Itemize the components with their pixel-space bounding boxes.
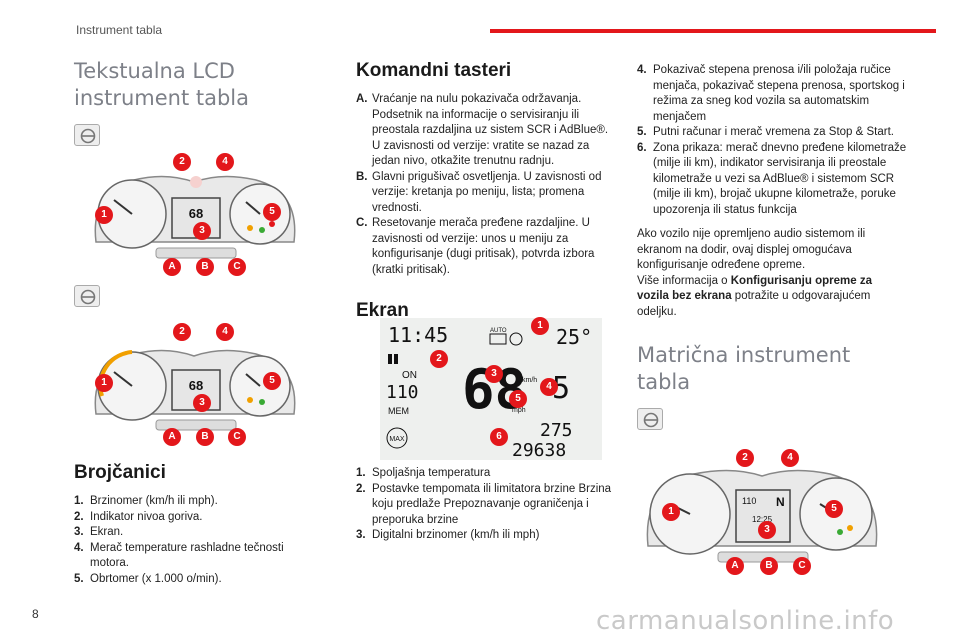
list-item: C.Resetovanje merača pređene razdaljine.…: [356, 217, 595, 276]
list-item: A.Vraćanje na nulu pokazivača održavanja…: [356, 93, 609, 167]
callout-badge-matrix-1: 1: [662, 503, 680, 521]
screen-unit-mph: mph: [512, 407, 526, 414]
callout-badge-matrix-B: B: [760, 557, 778, 575]
buttons-heading: Komandni tasteri: [356, 60, 512, 81]
screen-gear: 5: [552, 371, 570, 406]
callout-badge-screen-6: 6: [490, 428, 508, 446]
list-item: 5.Putni računar i merač vremena za Stop …: [637, 126, 894, 138]
section-title-matrix: Matrična instrument tabla: [637, 343, 851, 394]
callout-badge-4b: 4: [216, 323, 234, 341]
lcd-cluster-image-1: 68: [94, 175, 296, 259]
watermark-text: carmanualsonline.info: [596, 606, 895, 636]
screen-on-label: ON: [402, 370, 417, 381]
callout-badge-3b: 3: [193, 394, 211, 412]
callout-badge-matrix-2: 2: [736, 449, 754, 467]
matrix-time: 12:25: [752, 515, 773, 524]
matrix-cluster-image: 110 N 12:25: [646, 469, 878, 563]
callout-badge-5: 5: [263, 203, 281, 221]
list-item: 3.Ekran.: [74, 526, 124, 538]
callout-badge-screen-5: 5: [509, 390, 527, 408]
screen-mem-label: MEM: [388, 406, 409, 416]
list-item: 4.Pokazivač stepena prenosa i/ili položa…: [637, 64, 905, 123]
gauges-list: 1.Brzinomer (km/h ili mph). 2.Indikator …: [74, 494, 310, 587]
callout-badge-matrix-C: C: [793, 557, 811, 575]
callout-badge-3: 3: [193, 222, 211, 240]
link-configuring-equipment: Konfigurisanju opreme za vozila bez ekra…: [637, 274, 872, 303]
paragraph-no-audio: Ako vozilo nije opremljeno audio sistemo…: [637, 228, 866, 271]
screen-odometer: 29638: [512, 440, 566, 460]
callout-badge-1b: 1: [95, 374, 113, 392]
buttons-list: A.Vraćanje na nulu pokazivača održavanja…: [356, 92, 616, 278]
callout-badge-screen-2: 2: [430, 350, 448, 368]
screen-max-label: MAX: [389, 436, 405, 443]
callout-badge-Bb: B: [196, 428, 214, 446]
callout-badge-matrix-4: 4: [781, 449, 799, 467]
screen-auto-label: AUTO: [490, 328, 507, 334]
cluster2-speed-digits: 68: [189, 378, 203, 393]
callout-badge-screen-1: 1: [531, 317, 549, 335]
gauges-heading: Brojčanici: [74, 462, 166, 483]
matrix-gear: N: [776, 495, 785, 509]
callout-badge-B: B: [196, 258, 214, 276]
column-right: 4.Pokazivač stepena prenosa i/ili položa…: [637, 56, 907, 430]
column-left: Tekstualna LCD instrument tabla: [74, 56, 310, 146]
screen-cruise-speed: 110: [386, 382, 419, 403]
column-middle: Komandni tasteri A.Vraćanje na nulu poka…: [356, 56, 616, 322]
header-accent-bar: [490, 29, 936, 33]
callout-badge-screen-4: 4: [540, 378, 558, 396]
header-title: Instrument tabla: [76, 23, 163, 37]
screen-temperature: 25°: [556, 325, 592, 349]
list-item: 4.Merač temperature rashladne tečnosti m…: [74, 541, 284, 570]
screen-trip: 275: [540, 420, 573, 441]
callout-badge-matrix-5: 5: [825, 500, 843, 518]
paragraph-more-info: Više informacija o Konfigurisanju opreme…: [637, 274, 872, 318]
list-item: 2.Indikator nivoa goriva.: [74, 510, 203, 523]
steering-wheel-icon-2: [74, 285, 100, 307]
callout-badge-4: 4: [216, 153, 234, 171]
steering-wheel-icon: [74, 124, 100, 146]
screen-items-section: 1.Spoljašnja temperatura 2.Postavke temp…: [356, 466, 618, 544]
page-number: 8: [32, 607, 39, 621]
callout-badge-Ab: A: [163, 428, 181, 446]
callout-badge-1: 1: [95, 206, 113, 224]
callout-badge-2b: 2: [173, 323, 191, 341]
gauges-section: Brojčanici 1.Brzinomer (km/h ili mph). 2…: [74, 462, 310, 587]
screen-items-list: 1.Spoljašnja temperatura 2.Postavke temp…: [356, 466, 618, 544]
callout-badge-5b: 5: [263, 372, 281, 390]
callout-badge-C: C: [228, 258, 246, 276]
lcd-cluster-image-2: 68: [94, 349, 296, 431]
list-item: 5.Obrtomer (x 1.000 o/min).: [74, 572, 222, 585]
matrix-speed: 110: [742, 496, 756, 506]
callout-badge-A: A: [163, 258, 181, 276]
callout-badge-screen-3: 3: [485, 365, 503, 383]
list-item: 3.Digitalni brzinomer (km/h ili mph): [356, 529, 540, 541]
list-item: B.Glavni prigušivač osvetljenja. U zavis…: [356, 170, 602, 214]
callout-badge-2: 2: [173, 153, 191, 171]
callout-badge-matrix-A: A: [726, 557, 744, 575]
screen-items-continued-list: 4.Pokazivač stepena prenosa i/ili položa…: [637, 63, 907, 218]
screen-unit-kmh: km/h: [522, 377, 537, 384]
screen-heading: Ekran: [356, 300, 409, 321]
callout-badge-matrix-3: 3: [758, 521, 776, 539]
list-item: 1.Spoljašnja temperatura: [356, 467, 491, 479]
steering-wheel-icon-3: [637, 408, 663, 430]
list-item: 1.Brzinomer (km/h ili mph).: [74, 495, 218, 507]
list-item: 2.Postavke tempomata ili limitatora brzi…: [356, 482, 612, 526]
list-item: 6.Zona prikaza: merač dnevno pređene kil…: [637, 141, 907, 216]
screen-clock: 11:45: [388, 323, 448, 347]
cluster1-speed-digits: 68: [189, 206, 203, 221]
callout-badge-Cb: C: [228, 428, 246, 446]
section-title-lcd: Tekstualna LCD instrument tabla: [74, 59, 249, 110]
